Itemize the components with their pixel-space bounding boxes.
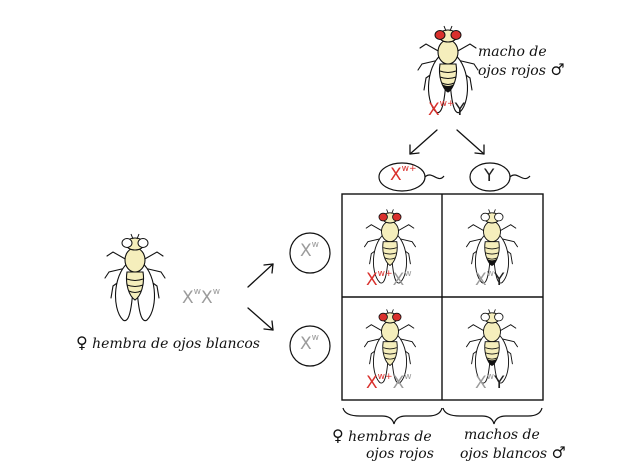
male-label-line1: macho de	[478, 44, 547, 60]
females-symbol-icon: ♀	[332, 426, 344, 445]
egg-circle-icon	[289, 325, 331, 367]
cell-bottom-right-genotype: XwY	[475, 372, 505, 394]
female-label-text: hembra de ojos blancos	[92, 336, 260, 352]
brace-icon	[342, 407, 543, 425]
punnett-grid	[341, 193, 544, 401]
male-parent-genotype: Xw+Y	[428, 99, 465, 121]
chromosome-sperm-icon	[378, 162, 445, 192]
female-parent-genotype: XwXw	[182, 287, 221, 309]
male-symbol-icon: ♂	[550, 60, 565, 79]
offspring-males-label: machos de ojos blancos ♂	[460, 427, 566, 462]
female-gamete-x-2: Xw	[300, 333, 320, 355]
male-gamete-y: Y	[484, 166, 495, 186]
arrow-icon	[247, 263, 274, 331]
male-label-line2: ojos rojos	[478, 63, 546, 79]
female-parent-label: ♀ hembra de ojos blancos	[76, 334, 260, 353]
egg-circle-icon	[289, 232, 331, 274]
chromosome-sperm-icon	[469, 162, 531, 192]
males-symbol-icon: ♂	[551, 443, 566, 462]
female-parent-fly-icon	[104, 233, 166, 322]
cell-top-right-genotype: XwY	[475, 269, 505, 291]
cell-bottom-left-genotype: Xw+Xw	[366, 372, 412, 394]
cell-top-left-genotype: Xw+Xw	[366, 269, 412, 291]
offspring-females-label: ♀ hembras de ojos rojos	[332, 426, 434, 462]
female-symbol-icon: ♀	[76, 333, 88, 352]
arrow-icon	[409, 129, 485, 155]
male-parent-label: macho de ojos rojos ♂	[478, 44, 565, 80]
female-gamete-x-1: Xw	[300, 240, 320, 262]
male-gamete-x: Xw+	[390, 164, 417, 186]
